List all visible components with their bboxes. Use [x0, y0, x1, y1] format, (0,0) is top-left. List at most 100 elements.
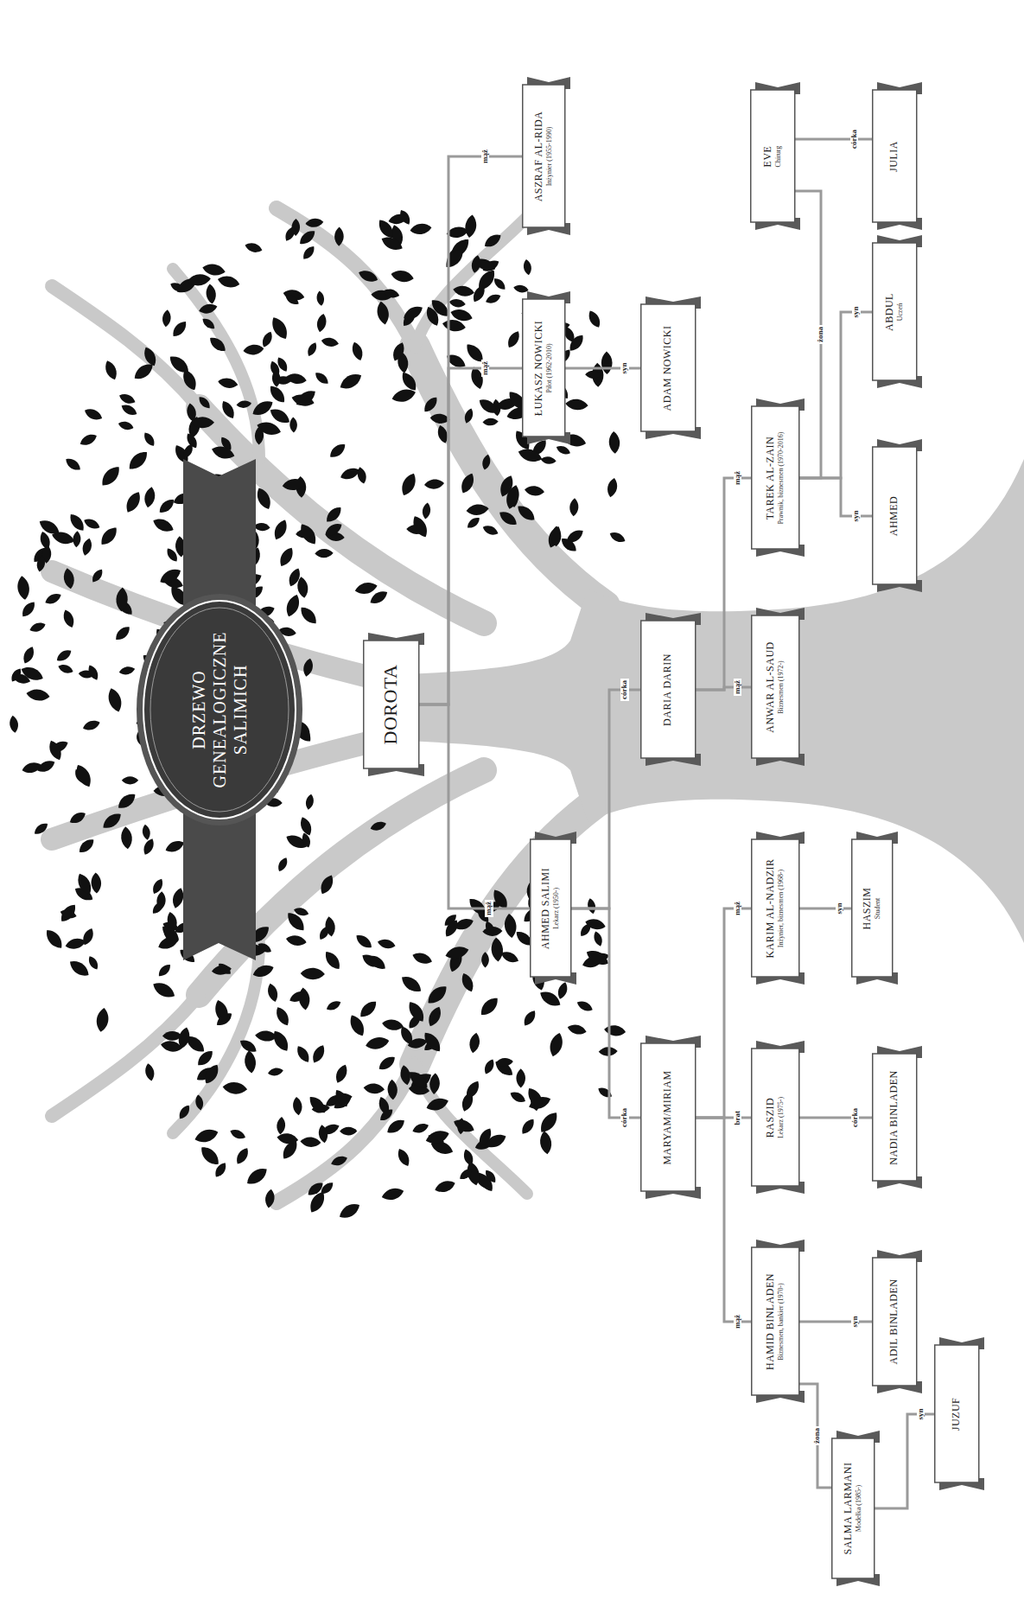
leaf	[102, 358, 120, 382]
leaf	[482, 1057, 497, 1076]
leaf	[499, 948, 521, 966]
leaf	[585, 896, 597, 915]
leaf	[67, 809, 88, 827]
leaf	[216, 960, 233, 977]
banner-body	[934, 1345, 980, 1483]
leaf	[8, 714, 20, 733]
leaf	[584, 916, 607, 932]
leaf	[77, 431, 99, 448]
leaf	[608, 431, 621, 455]
leaf	[569, 497, 580, 517]
leaf	[322, 947, 344, 972]
leaf	[98, 463, 124, 490]
banner-body	[750, 90, 796, 223]
relation-label: mąż	[481, 359, 490, 377]
leaf	[120, 826, 134, 850]
leaf	[492, 1057, 516, 1080]
title-inner-ring	[150, 607, 289, 812]
person-text-group: RASZIDLekarz (1975-)	[764, 1096, 785, 1139]
leaf	[317, 923, 332, 942]
leaf	[249, 397, 276, 420]
leaf	[273, 1004, 293, 1028]
leaf	[406, 524, 427, 535]
person-box: JULIA	[871, 82, 923, 231]
leaf	[565, 398, 589, 412]
leaf	[457, 470, 477, 496]
person-detail: Biznesmen (1972-)	[776, 641, 786, 733]
leaf	[424, 1127, 452, 1146]
leaf	[508, 1088, 528, 1105]
leaf	[216, 376, 239, 390]
leaf	[305, 1093, 329, 1117]
person-name: MARYAM/MIRIAM	[661, 1069, 675, 1164]
leaf	[409, 222, 433, 236]
banner-body	[872, 447, 917, 586]
leaf	[297, 227, 319, 248]
relation-label: córka	[851, 1106, 860, 1129]
banner-body	[751, 407, 800, 550]
person-detail: Prawnik, biznesmen (1970-2016)	[776, 432, 786, 525]
leaf	[483, 292, 503, 306]
leaf	[442, 245, 468, 271]
leaf	[201, 261, 227, 278]
leaf	[496, 508, 520, 528]
leaf	[524, 1084, 547, 1110]
person-box: ANWAR AL-SAUDBiznesmen (1972-)	[750, 608, 805, 767]
person-name: TAREK AL-ZAIN	[764, 432, 777, 525]
leaf	[314, 548, 334, 559]
leaf	[57, 662, 75, 675]
leaf	[424, 478, 446, 490]
person-name: DOROTA	[379, 664, 401, 745]
banner-body	[872, 243, 917, 382]
relation-label: syn	[852, 508, 861, 523]
relation-label: mąż	[733, 1312, 743, 1330]
leaf	[470, 283, 488, 305]
leaf	[216, 273, 242, 290]
leaf	[366, 952, 388, 973]
relation-label: córka	[850, 127, 859, 151]
leaf	[161, 309, 172, 328]
leaf	[305, 340, 319, 357]
person-box: HAMID BINLADENBiznesmen, bankier (1970-)	[750, 1240, 805, 1404]
banner-body	[872, 1257, 917, 1386]
leaf	[97, 523, 121, 547]
person-box: ASZRAF AL-RIDAInżynier (1955-1990)	[521, 77, 571, 236]
person-text-group: ŁUKASZ NOWICKIPilot (1962-2010)	[533, 320, 554, 417]
leaf	[398, 972, 425, 996]
leaf	[243, 1163, 270, 1188]
leaf	[197, 302, 219, 316]
leaf	[575, 998, 595, 1013]
leaf	[254, 1030, 278, 1043]
leaf	[243, 1049, 258, 1074]
leaf	[266, 981, 280, 1003]
banner-body	[530, 839, 572, 978]
leaf	[281, 477, 306, 492]
family-line	[571, 689, 641, 909]
leaf	[254, 426, 265, 446]
leaf	[50, 528, 77, 547]
leaf	[150, 898, 166, 916]
leaf	[251, 961, 276, 980]
leaf	[368, 587, 390, 607]
leaf	[300, 243, 318, 261]
leaf	[72, 762, 95, 789]
person-name: HAMID BINLADEN	[764, 1272, 777, 1370]
leaf	[43, 591, 64, 607]
leaf	[164, 838, 187, 855]
leaf	[451, 284, 475, 299]
person-detail: Biznesmen, bankier (1970-)	[776, 1272, 786, 1370]
leaf	[380, 1185, 406, 1203]
leaf	[59, 907, 78, 920]
leaf	[337, 369, 364, 393]
leaf	[356, 267, 380, 285]
leaf	[513, 283, 530, 293]
leaf	[212, 1160, 229, 1180]
family-line	[799, 311, 872, 478]
family-line	[695, 1117, 751, 1322]
leaf	[190, 416, 215, 428]
leaf	[444, 943, 471, 961]
leaf	[242, 343, 265, 356]
leaf	[521, 1008, 539, 1029]
